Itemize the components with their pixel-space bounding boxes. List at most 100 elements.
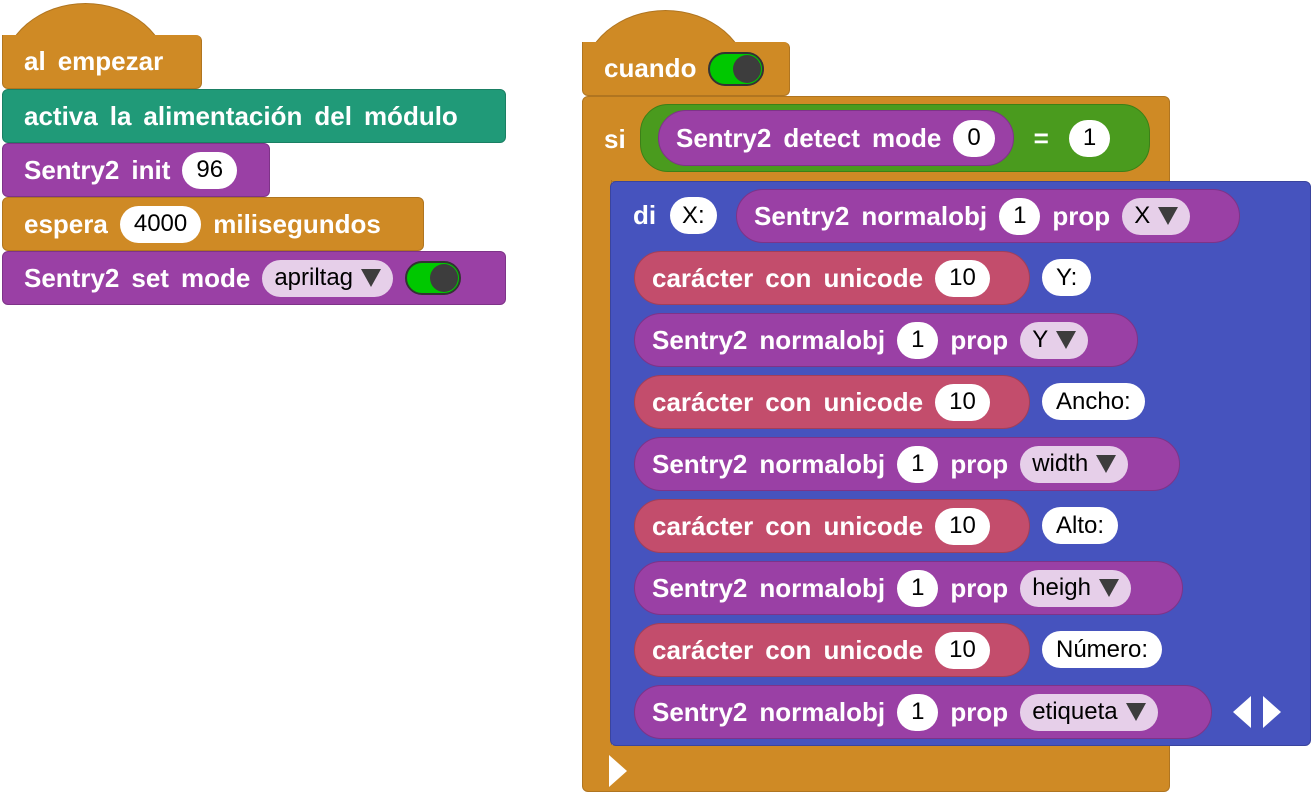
block-word: alimentación (143, 100, 303, 131)
normalobj-reporter[interactable]: Sentry2 normalobj 1 prop X (736, 189, 1240, 243)
detect-mode-input[interactable]: 0 (953, 119, 995, 157)
block-word: con (765, 634, 812, 665)
block-word: del (314, 100, 352, 131)
say-label: di (633, 200, 657, 230)
block-word: Sentry2 (652, 448, 748, 479)
block-word: detect (783, 122, 860, 153)
sentry-init-block[interactable]: Sentry2 init 96 (2, 143, 270, 197)
block-word: prop (950, 448, 1009, 479)
unicode-input[interactable]: 10 (935, 259, 990, 297)
block-word: prop (950, 324, 1009, 355)
char-from-unicode-reporter[interactable]: carácter con unicode 10 (634, 623, 1030, 677)
block-word: activa (24, 100, 98, 131)
hat-word: cuando (604, 53, 697, 83)
text-input[interactable]: Alto: (1042, 507, 1119, 544)
char-from-unicode-reporter[interactable]: carácter con unicode 10 (634, 499, 1030, 553)
compare-value-input[interactable]: 1 (1068, 119, 1111, 157)
text-input-x[interactable]: X: (670, 197, 717, 234)
text-input[interactable]: Ancho: (1042, 383, 1145, 420)
sentry-set-mode-block[interactable]: Sentry2 set mode apriltag (2, 251, 506, 305)
when-hat-block[interactable]: cuando (582, 42, 790, 96)
block-word: prop (950, 572, 1009, 603)
prop-dropdown[interactable]: X (1122, 197, 1191, 235)
prop-value: X (1134, 202, 1151, 229)
block-word: normalobj (759, 696, 886, 727)
block-word: unicode (823, 386, 924, 417)
mode-toggle[interactable] (405, 261, 462, 295)
normalobj-reporter[interactable]: Sentry2 normalobj 1 prop Y (634, 313, 1138, 367)
obj-index-input[interactable]: 1 (897, 693, 939, 731)
block-word: Sentry2 (676, 122, 772, 153)
normalobj-reporter[interactable]: Sentry2 normalobj 1 prop etiqueta (634, 685, 1212, 739)
if-block-arm (582, 180, 612, 750)
prop-dropdown[interactable]: Y (1020, 321, 1089, 359)
block-word: carácter (652, 386, 754, 417)
prop-value: etiqueta (1032, 698, 1118, 725)
char-from-unicode-reporter[interactable]: carácter con unicode 10 (634, 375, 1030, 429)
unicode-input[interactable]: 10 (935, 507, 990, 545)
detect-mode-reporter[interactable]: Sentry2 detect mode 0 (658, 110, 1014, 166)
prop-value: Y (1032, 326, 1049, 353)
block-word: carácter (652, 510, 754, 541)
wait-ms-input[interactable]: 4000 (119, 205, 202, 243)
dropdown-arrow-icon (1125, 703, 1146, 721)
hat-word: empezar (57, 46, 164, 76)
mode-value: apriltag (274, 264, 354, 291)
dropdown-arrow-icon (1056, 331, 1077, 349)
normalobj-reporter[interactable]: Sentry2 normalobj 1 prop width (634, 437, 1180, 491)
equals-condition[interactable]: Sentry2 detect mode 0 = 1 (640, 104, 1150, 172)
block-word: Sentry2 (652, 324, 748, 355)
normalobj-reporter[interactable]: Sentry2 normalobj 1 prop heigh (634, 561, 1183, 615)
block-word: normalobj (759, 448, 886, 479)
prop-value: width (1032, 450, 1089, 477)
init-value-input[interactable]: 96 (182, 151, 238, 189)
block-word: Sentry2 (652, 696, 748, 727)
remove-item-arrow-icon[interactable] (1233, 696, 1251, 728)
text-input[interactable]: Número: (1042, 631, 1163, 668)
block-word: carácter (652, 634, 754, 665)
power-module-block[interactable]: activa la alimentación del módulo (2, 89, 506, 143)
block-word: unicode (823, 634, 924, 665)
prop-dropdown[interactable]: etiqueta (1020, 693, 1158, 731)
block-word: la (109, 100, 132, 131)
block-word: Sentry2 (24, 154, 120, 185)
text-input[interactable]: Y: (1042, 259, 1092, 296)
block-word: mode (180, 262, 251, 293)
unicode-input[interactable]: 10 (935, 631, 990, 669)
expand-arrow-icon[interactable] (609, 755, 627, 787)
block-word: con (765, 386, 812, 417)
block-word: con (765, 262, 812, 293)
if-label: si (604, 123, 626, 154)
toggle-knob (430, 264, 459, 292)
obj-index-input[interactable]: 1 (897, 321, 939, 359)
dropdown-arrow-icon (1158, 207, 1179, 225)
obj-index-input[interactable]: 1 (897, 445, 939, 483)
block-word: normalobj (861, 200, 988, 231)
block-word: Sentry2 (754, 200, 850, 231)
obj-index-input[interactable]: 1 (999, 197, 1041, 235)
unicode-input[interactable]: 10 (935, 383, 990, 421)
block-word: set (131, 262, 169, 293)
dropdown-arrow-icon (1098, 579, 1119, 597)
block-word: milisegundos (213, 208, 381, 239)
block-word: espera (24, 208, 108, 239)
on-start-hat-block[interactable]: al empezar (2, 35, 202, 89)
block-word: unicode (823, 510, 924, 541)
prop-dropdown[interactable]: heigh (1020, 569, 1131, 607)
prop-value: heigh (1032, 574, 1091, 601)
block-word: con (765, 510, 812, 541)
block-word: init (131, 154, 171, 185)
char-from-unicode-reporter[interactable]: carácter con unicode 10 (634, 251, 1030, 305)
obj-index-input[interactable]: 1 (897, 569, 939, 607)
block-word: unicode (823, 262, 924, 293)
block-word: normalobj (759, 324, 886, 355)
wait-block[interactable]: espera 4000 milisegundos (2, 197, 424, 251)
prop-dropdown[interactable]: width (1020, 445, 1129, 483)
dropdown-arrow-icon (1096, 455, 1117, 473)
block-word: mode (871, 122, 942, 153)
equals-operator: = (1033, 122, 1049, 153)
mode-dropdown[interactable]: apriltag (262, 259, 394, 297)
block-word: prop (950, 696, 1009, 727)
add-item-arrow-icon[interactable] (1263, 696, 1281, 728)
when-toggle[interactable] (708, 51, 765, 86)
